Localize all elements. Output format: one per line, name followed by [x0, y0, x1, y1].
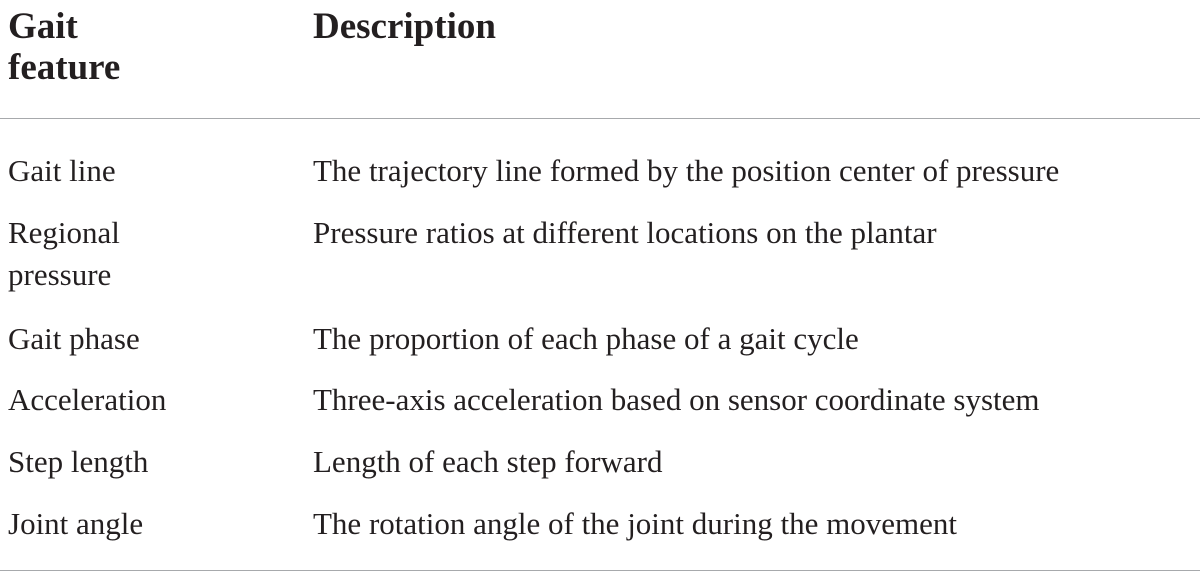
feature-cell: Regional pressure	[8, 212, 288, 296]
feature-cell: Acceleration	[8, 382, 167, 417]
description-cell: Pressure ratios at different locations o…	[313, 215, 937, 250]
description-cell: Three-axis acceleration based on sensor …	[313, 382, 1040, 417]
header-divider	[0, 118, 1200, 119]
feature-cell: Gait line	[8, 153, 116, 188]
header-gait-feature: Gait feature	[8, 6, 208, 88]
feature-cell: Joint angle	[8, 506, 144, 541]
description-cell: The proportion of each phase of a gait c…	[313, 321, 859, 356]
description-cell: The rotation angle of the joint during t…	[313, 506, 957, 541]
table-header-row: Gait feature Description	[0, 0, 1200, 118]
header-description: Description	[313, 6, 496, 47]
feature-cell-line1: Regional	[8, 215, 120, 250]
feature-cell-line2: pressure	[8, 257, 112, 292]
header-gait-feature-line2: feature	[8, 47, 121, 88]
table-bottom-divider	[0, 570, 1200, 571]
description-cell: The trajectory line formed by the positi…	[313, 153, 1060, 188]
header-gait-feature-line1: Gait	[8, 6, 78, 47]
description-cell: Length of each step forward	[313, 444, 663, 479]
feature-cell: Step length	[8, 444, 149, 479]
feature-cell: Gait phase	[8, 321, 140, 356]
